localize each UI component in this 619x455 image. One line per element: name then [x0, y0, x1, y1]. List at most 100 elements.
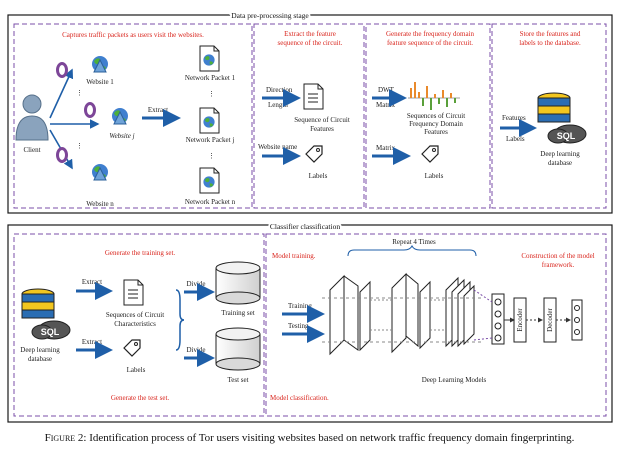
- caption-text: Identification process of Tor users visi…: [89, 432, 575, 444]
- step2-text-line2: sequence of the circuit.: [278, 39, 343, 47]
- freq-seq-line2: Frequency Domain: [409, 120, 463, 128]
- features-label: Features: [502, 114, 526, 122]
- length-label: Length: [268, 101, 288, 109]
- step2-box: [253, 23, 365, 209]
- packet-j-label: Network Packet j: [186, 136, 235, 144]
- website-n-label: Website n: [86, 200, 114, 208]
- db-label-bottom-line2: database: [28, 355, 52, 363]
- document-icon: [303, 83, 324, 110]
- matrix-label-2: Matrix: [376, 144, 396, 152]
- direction-label: Direction: [266, 86, 293, 94]
- neuron-column: [473, 289, 505, 345]
- tag-icon: [421, 145, 439, 163]
- training-label: Training: [288, 302, 312, 310]
- db-label-top-line1: Deep learning: [540, 150, 580, 158]
- circuit-seq-line2: Features: [310, 125, 334, 133]
- figure-caption: Figure 2: Identification process of Tor …: [0, 432, 619, 444]
- bottom-panel-title: Classifier classification: [270, 222, 340, 231]
- decoder-label: Decoder: [546, 307, 554, 331]
- step4-text-line1: Store the features and: [520, 30, 581, 38]
- website-icon: [92, 56, 108, 73]
- vertical-dots: ⋮: [208, 152, 215, 160]
- step3-text-line1: Generate the frequency domain: [386, 30, 475, 38]
- repeat-label: Repeat 4 Times: [392, 238, 436, 246]
- top-panel-frame: [7, 14, 613, 214]
- test-set-cylinder: [215, 327, 261, 371]
- client-icon: [15, 94, 49, 141]
- divide-label-1: Divide: [186, 280, 205, 288]
- testing-label: Testing: [288, 322, 309, 330]
- website-icon: [92, 164, 108, 181]
- website-j-label: Website j: [109, 132, 134, 140]
- output-column: [571, 299, 583, 341]
- tor-onion-icon: [56, 147, 68, 163]
- document-icon: [123, 279, 144, 306]
- packet-icon: [199, 167, 220, 194]
- step4-text-line2: labels to the database.: [519, 39, 581, 47]
- packet-1-label: Network Packet 1: [185, 74, 236, 82]
- packet-n-label: Network Packet n: [185, 198, 236, 206]
- tor-onion-icon: [84, 102, 96, 118]
- step3-box: [365, 23, 491, 209]
- matrix-label-1: Matrix: [376, 101, 396, 109]
- encoder-label: Encoder: [516, 308, 524, 332]
- caption-prefix: Figure 2:: [44, 432, 87, 444]
- vertical-dots: ⋮: [76, 142, 83, 150]
- extract-label-b2: Extract: [82, 338, 102, 346]
- website-1-label: Website 1: [86, 78, 114, 86]
- generate-training-text: Generate the training set.: [105, 249, 176, 257]
- database-icon: SQL: [537, 92, 587, 144]
- extract-label-b1: Extract: [82, 278, 102, 286]
- db-label-bottom-line1: Deep learning: [20, 346, 60, 354]
- labels-label-b: Labels: [127, 366, 146, 374]
- step2-text-line1: Extract the feature: [284, 30, 336, 38]
- freq-seq-line3: Features: [424, 128, 448, 136]
- step1-box: [13, 23, 253, 209]
- database-icon: SQL: [21, 288, 71, 340]
- client-label: Client: [23, 146, 40, 154]
- models-label: Deep Learning Models: [422, 376, 487, 384]
- website-icon: [112, 108, 128, 125]
- encoder-block: Encoder: [513, 297, 527, 343]
- db-label-top-line2: database: [548, 159, 572, 167]
- vertical-dots: ⋮: [76, 89, 83, 97]
- tag-icon: [305, 145, 323, 163]
- model-classification-text: Model classification.: [270, 394, 329, 402]
- labels-label-1: Labels: [309, 172, 328, 180]
- packet-icon: [199, 45, 220, 72]
- sql-label-top: SQL: [557, 131, 576, 141]
- vertical-dots: ⋮: [208, 90, 215, 98]
- bottom-panel-frame: [7, 224, 613, 423]
- labels-label-2: Labels: [425, 172, 444, 180]
- training-set-label: Training set: [221, 309, 254, 317]
- top-panel-title: Data pre-processing stage: [231, 11, 309, 20]
- frequency-bars: [408, 82, 460, 110]
- freq-seq-line1: Sequences of Circuit: [407, 112, 465, 120]
- cnn-layers: [329, 272, 475, 356]
- circuit-char-line1: Sequences of Circuit: [106, 311, 164, 319]
- tag-icon: [123, 339, 141, 357]
- step1-text: Captures traffic packets as users visit …: [62, 31, 204, 39]
- model-training-text: Model training.: [272, 252, 316, 260]
- circuit-char-line2: Characteristics: [114, 320, 156, 328]
- bottom-right-box: [265, 233, 607, 417]
- bottom-left-box: [13, 233, 265, 417]
- sql-label-bottom: SQL: [41, 327, 60, 337]
- extract-label-top: Extract: [148, 106, 168, 114]
- construction-line1: Construction of the model: [521, 252, 594, 260]
- website-name-label: Website name: [258, 143, 297, 151]
- tor-onion-icon: [56, 62, 68, 78]
- training-set-cylinder: [215, 261, 261, 305]
- circuit-seq-line1: Sequence of Circuit: [294, 116, 350, 124]
- figure-canvas: Data pre-processing stage Captures traff…: [7, 9, 613, 423]
- construction-line2: framework.: [542, 261, 575, 269]
- decoder-block: Decoder: [543, 297, 557, 343]
- step3-text-line2: feature sequence of the circuit.: [387, 39, 473, 47]
- test-set-label: Test set: [227, 376, 248, 384]
- step4-box: [491, 23, 607, 209]
- labels-label-3: Labels: [506, 135, 525, 143]
- dwt-label: DWT: [378, 86, 395, 94]
- divide-label-2: Divide: [186, 346, 205, 354]
- generate-test-text: Generate the test set.: [111, 394, 170, 402]
- packet-icon: [199, 107, 220, 134]
